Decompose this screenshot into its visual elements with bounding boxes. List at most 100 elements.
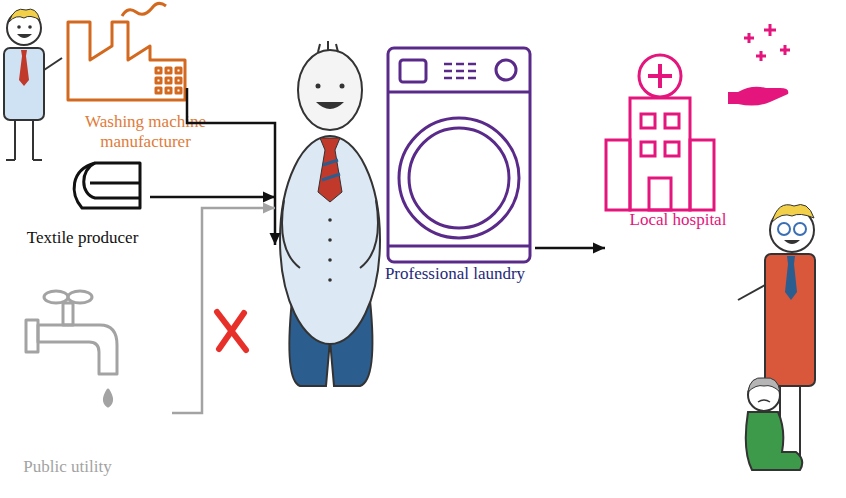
machine-panel-line bbox=[388, 91, 530, 94]
leg bbox=[14, 120, 16, 160]
faucet-wall bbox=[26, 320, 38, 352]
factory-smoke bbox=[122, 3, 166, 16]
faucet-icon bbox=[26, 291, 117, 406]
arrow-head bbox=[263, 192, 275, 203]
node-label: Local hospital bbox=[613, 210, 743, 230]
sparkles bbox=[744, 24, 790, 61]
cross-stroke bbox=[217, 312, 246, 350]
hospital-window bbox=[665, 114, 679, 128]
faucet-handle bbox=[44, 291, 68, 303]
arm bbox=[282, 200, 300, 268]
hospital-window bbox=[641, 114, 655, 128]
machine-dial bbox=[496, 60, 516, 80]
machine-display bbox=[444, 64, 476, 78]
hospital-cross bbox=[648, 64, 672, 88]
leg bbox=[32, 120, 34, 160]
glasses bbox=[794, 223, 806, 235]
patient-person bbox=[746, 378, 803, 470]
mouth bbox=[316, 102, 344, 109]
towel-outline bbox=[74, 163, 140, 208]
factory-icon bbox=[68, 3, 185, 100]
hospital-wing bbox=[690, 140, 714, 210]
machine-door-glass bbox=[409, 128, 509, 228]
machine-door bbox=[399, 118, 519, 238]
tie bbox=[19, 50, 29, 86]
laundry-node: Professional laundry bbox=[275, 40, 535, 295]
flow-connector bbox=[172, 208, 275, 413]
button bbox=[328, 218, 332, 222]
node-label: Washing machine manufacturer bbox=[78, 112, 213, 152]
factory-window bbox=[166, 88, 171, 93]
eye bbox=[28, 25, 32, 29]
hospital-icon bbox=[606, 55, 714, 210]
hospital-window bbox=[641, 142, 655, 156]
cross-out-mark bbox=[217, 312, 246, 350]
factory-window bbox=[166, 78, 171, 83]
hand bbox=[728, 87, 788, 106]
arm bbox=[360, 200, 378, 268]
head bbox=[298, 50, 362, 130]
supplier-node: Washing machine manufacturer bbox=[60, 8, 187, 153]
foot bbox=[33, 159, 42, 161]
faucet-stem bbox=[63, 303, 73, 325]
factory-window bbox=[156, 88, 161, 93]
leg bbox=[799, 385, 801, 462]
hospital-wing bbox=[606, 140, 630, 210]
washing-machine-icon bbox=[388, 48, 530, 262]
hair bbox=[748, 378, 780, 392]
tie bbox=[318, 138, 342, 202]
hair bbox=[9, 9, 40, 22]
tie bbox=[785, 256, 797, 300]
customer-node: Local hospital bbox=[605, 55, 735, 235]
factory-window bbox=[166, 68, 171, 73]
factory-window bbox=[176, 78, 181, 83]
supplier-node: Textile producer bbox=[15, 150, 150, 255]
towel-fold bbox=[90, 182, 140, 185]
node-label: Professional laundry bbox=[373, 264, 537, 284]
mouth bbox=[17, 34, 32, 38]
patient-clothes bbox=[746, 412, 803, 470]
mouth bbox=[758, 400, 770, 402]
flow-connector bbox=[150, 196, 275, 199]
tie-stripe bbox=[323, 160, 338, 165]
flow-connector bbox=[535, 247, 605, 250]
towel-fold bbox=[84, 163, 140, 198]
node-label: Textile producer bbox=[15, 228, 150, 248]
hospital-tower bbox=[630, 98, 690, 210]
foot bbox=[6, 159, 15, 161]
node-label: Public utility bbox=[5, 457, 130, 477]
flow-connector bbox=[187, 88, 275, 245]
cross-stroke bbox=[219, 313, 244, 349]
factory-window bbox=[156, 78, 161, 83]
eye bbox=[17, 25, 21, 29]
faucet-handle bbox=[68, 291, 92, 303]
button bbox=[328, 238, 332, 242]
faucet-spout bbox=[38, 325, 117, 374]
arrow-head bbox=[263, 203, 275, 214]
eye bbox=[316, 84, 321, 89]
arm bbox=[738, 285, 765, 300]
hair bbox=[772, 205, 814, 223]
glasses bbox=[778, 223, 790, 235]
factory-window bbox=[176, 68, 181, 73]
hospital-door bbox=[649, 178, 671, 210]
hair bbox=[318, 41, 338, 52]
hospital-window bbox=[665, 142, 679, 156]
factory-outline bbox=[68, 22, 185, 100]
arrow-head bbox=[270, 233, 281, 245]
coat bbox=[765, 254, 815, 386]
shirt bbox=[4, 48, 44, 120]
manufacturer-person bbox=[4, 9, 62, 160]
factory-window bbox=[156, 68, 161, 73]
tie-stripe bbox=[322, 174, 340, 180]
torso bbox=[280, 136, 380, 344]
machine-body bbox=[388, 48, 530, 262]
supplier-node: Public utility bbox=[5, 285, 172, 495]
laundry-person bbox=[280, 41, 380, 386]
factory-window bbox=[176, 88, 181, 93]
arm bbox=[44, 58, 62, 70]
button bbox=[328, 258, 332, 262]
